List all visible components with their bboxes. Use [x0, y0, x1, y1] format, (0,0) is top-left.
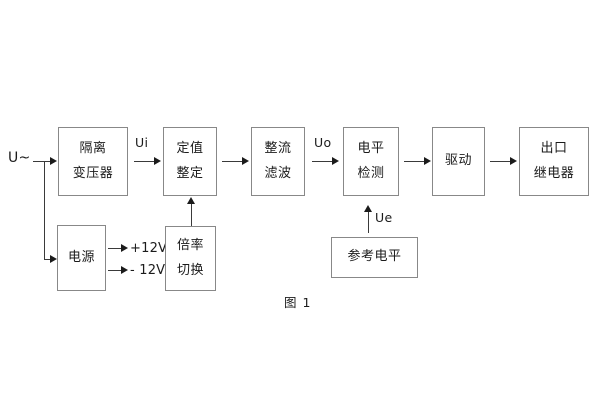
block-output-relay-line2: 继电器 [533, 165, 575, 181]
block-rectifier-filter[interactable]: 整流 滤波 [251, 127, 305, 196]
block-level-detection[interactable]: 电平 检测 [343, 127, 399, 196]
arrow-setting-to-rectifier-line [222, 161, 244, 162]
rail-negative-line [108, 270, 123, 271]
rail-positive-label: +12V [130, 241, 168, 256]
block-driver-line1: 驱动 [444, 153, 472, 169]
block-rectifier-filter-line2: 滤波 [264, 165, 292, 181]
block-driver[interactable]: 驱动 [432, 127, 485, 196]
branch-to-power-arrow-icon [50, 255, 57, 263]
block-multiplier-switch-line1: 倍率 [176, 237, 204, 253]
block-power-supply-line1: 电源 [67, 249, 95, 265]
block-multiplier-switch[interactable]: 倍率 切换 [165, 226, 216, 291]
block-power-supply[interactable]: 电源 [57, 225, 106, 291]
input-bus-stub [33, 161, 45, 162]
signal-label-ue: Ue [375, 210, 393, 225]
arrow-rectifier-to-level-line [312, 161, 334, 162]
rail-negative-label: - 12V [130, 263, 166, 278]
block-setting-value-line2: 整定 [176, 165, 204, 181]
block-output-relay-line1: 出口 [540, 140, 568, 156]
block-isolation-transformer[interactable]: 隔离 变压器 [58, 127, 128, 196]
block-setting-value-line1: 定值 [176, 140, 204, 156]
arrow-rectifier-to-level-icon [332, 157, 339, 165]
block-isolation-transformer-line2: 变压器 [72, 165, 114, 181]
arrow-driver-to-output-icon [510, 157, 517, 165]
block-setting-value[interactable]: 定值 整定 [163, 127, 217, 196]
block-level-detection-line1: 电平 [357, 140, 385, 156]
arrow-transformer-to-setting-icon [154, 157, 161, 165]
arrow-transformer-to-setting-line [134, 161, 156, 162]
input-source-label: U~ [8, 150, 31, 166]
branch-to-transformer-arrow-icon [50, 157, 57, 165]
block-isolation-transformer-line1: 隔离 [79, 140, 107, 156]
block-reference-level-line1: 参考电平 [347, 249, 402, 265]
rail-negative-arrow-icon [121, 266, 128, 274]
arrow-multiplier-to-setting-line [191, 203, 192, 226]
branch-to-power-line [44, 259, 51, 260]
arrow-level-to-driver-line [404, 161, 426, 162]
block-level-detection-line2: 检测 [357, 165, 385, 181]
branch-to-transformer-line [44, 161, 51, 162]
arrow-reference-to-level-icon [364, 205, 372, 212]
rail-positive-arrow-icon [121, 244, 128, 252]
arrow-driver-to-output-line [490, 161, 512, 162]
block-reference-level[interactable]: 参考电平 [331, 237, 418, 278]
block-multiplier-switch-line2: 切换 [176, 262, 204, 278]
arrow-reference-to-level-line [368, 211, 369, 233]
input-bus-vertical [44, 161, 45, 259]
arrow-multiplier-to-setting-icon [187, 197, 195, 204]
figure-caption: 图 1 [284, 295, 312, 310]
arrow-setting-to-rectifier-icon [242, 157, 249, 165]
signal-label-ui: Ui [135, 135, 149, 150]
arrow-level-to-driver-icon [424, 157, 431, 165]
block-output-relay[interactable]: 出口 继电器 [519, 127, 589, 196]
signal-label-uo: Uo [314, 135, 332, 150]
rail-positive-line [108, 248, 123, 249]
block-rectifier-filter-line1: 整流 [264, 140, 292, 156]
